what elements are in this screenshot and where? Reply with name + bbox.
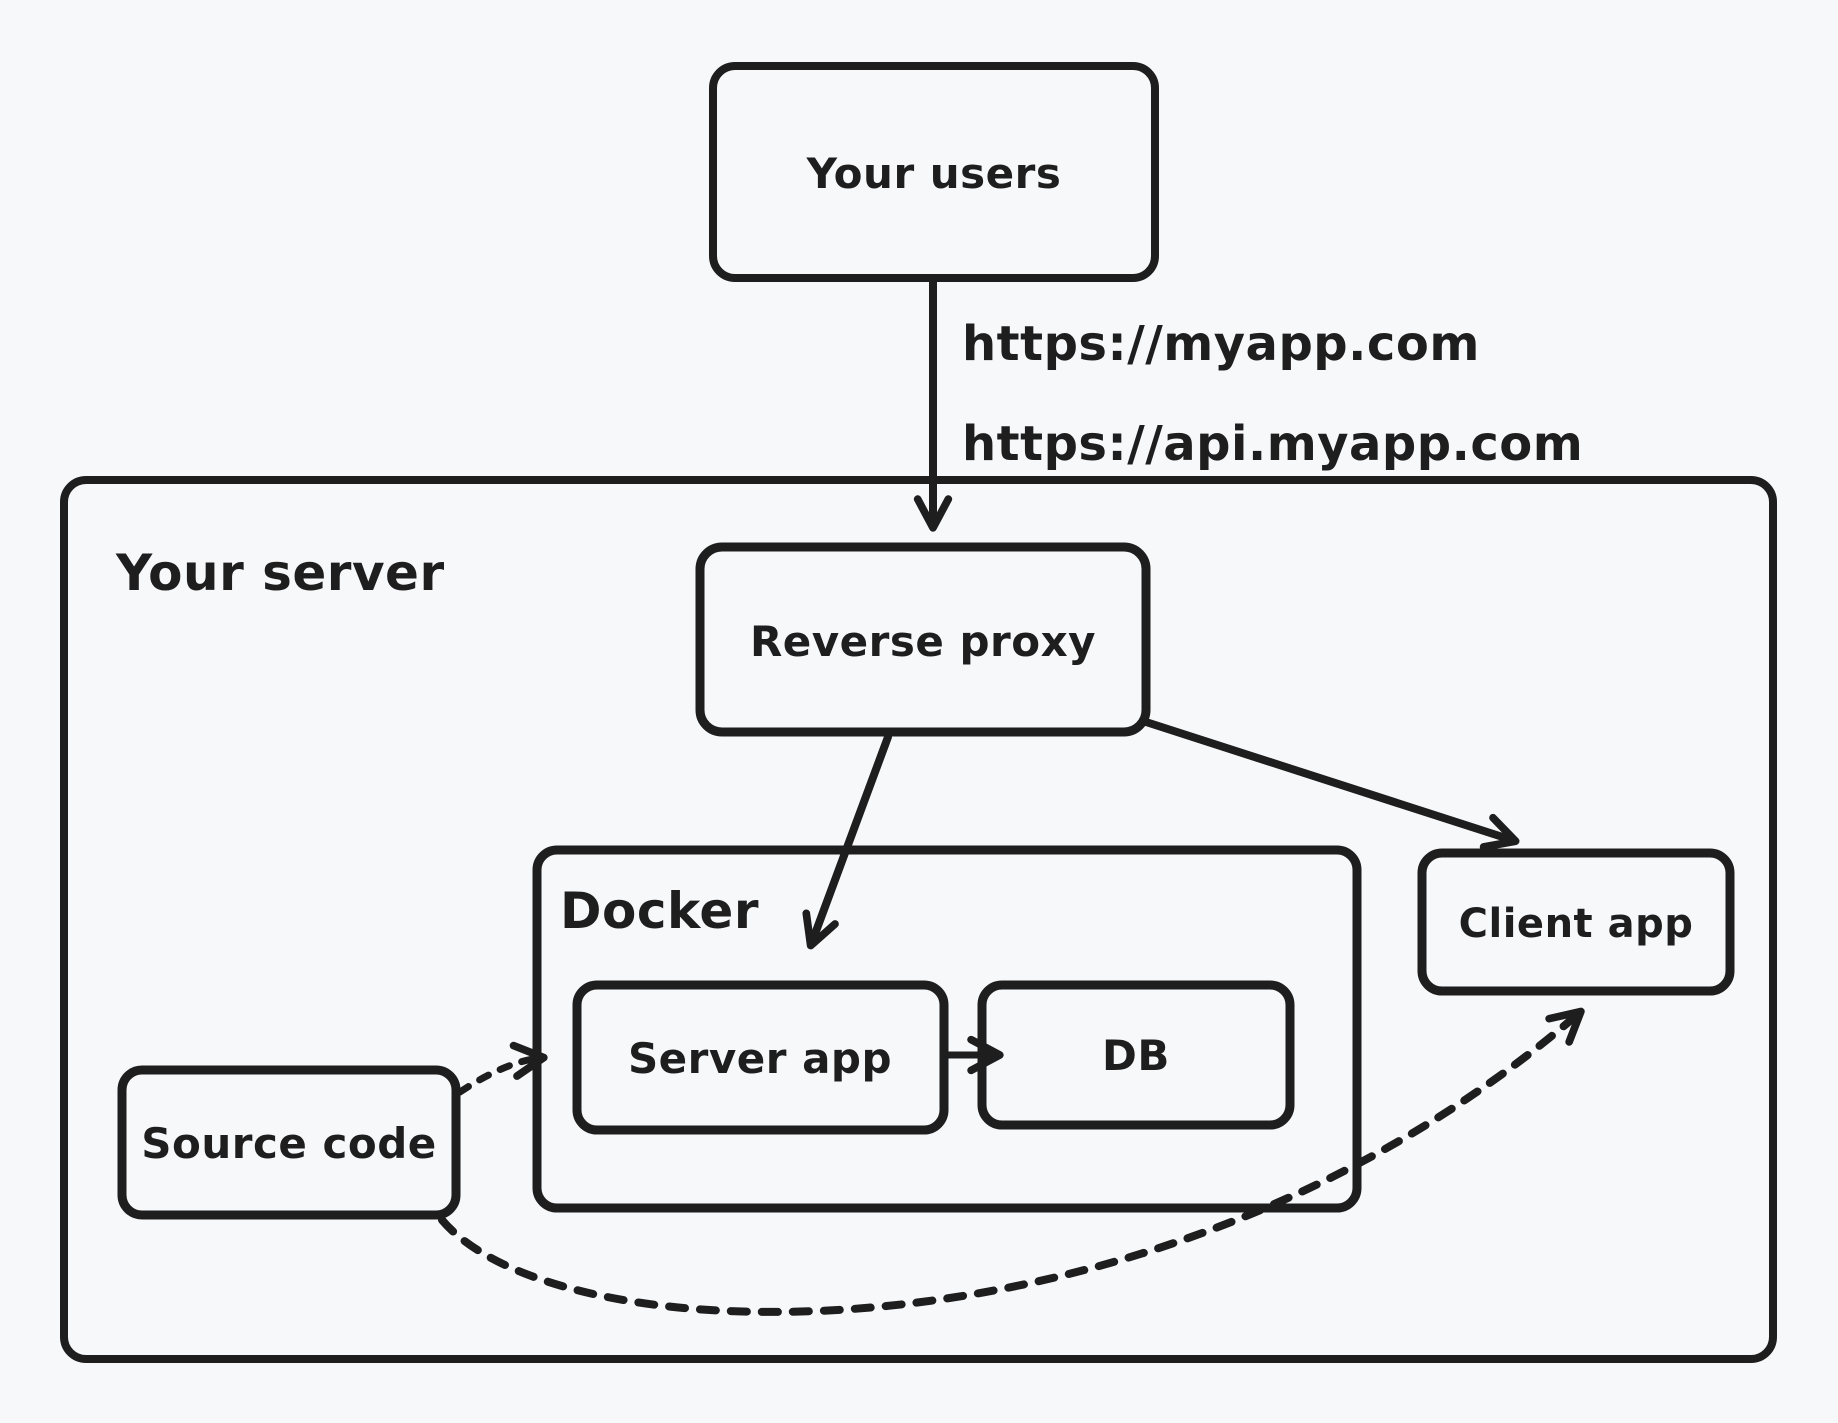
edge-source-code-to-client-app bbox=[438, 1007, 1585, 1316]
client-app-box bbox=[1417, 848, 1735, 996]
docker-label: Docker bbox=[560, 882, 759, 940]
node-reverse-proxy: Reverse proxy bbox=[695, 542, 1151, 737]
db-label: DB bbox=[1102, 1031, 1170, 1080]
node-server-app: Server app bbox=[572, 980, 949, 1135]
node-your-server: Your server bbox=[60, 476, 1777, 1363]
source-code-box bbox=[117, 1065, 461, 1220]
edge-reverse-proxy-to-server-app bbox=[802, 733, 892, 950]
your-server-box bbox=[60, 476, 1777, 1363]
edge-reverse-proxy-to-client-app bbox=[1142, 718, 1520, 851]
edge-url-label-2: https://api.myapp.com bbox=[962, 416, 1583, 472]
client-app-label: Client app bbox=[1459, 901, 1694, 947]
server-app-box bbox=[572, 980, 949, 1135]
edge-url-label-1: https://myapp.com bbox=[962, 316, 1480, 372]
db-box bbox=[977, 980, 1295, 1130]
server-app-label: Server app bbox=[628, 1034, 892, 1083]
docker-box bbox=[532, 845, 1362, 1213]
edges: https://myapp.com https://api.myapp.com bbox=[438, 278, 1585, 1316]
reverse-proxy-box bbox=[695, 542, 1151, 737]
source-code-label: Source code bbox=[141, 1119, 437, 1168]
your-users-box bbox=[709, 62, 1159, 282]
node-client-app: Client app bbox=[1417, 848, 1735, 996]
your-users-label: Your users bbox=[806, 149, 1062, 198]
edge-source-code-to-server-app bbox=[456, 1041, 548, 1096]
your-server-label: Your server bbox=[115, 544, 445, 602]
node-your-users: Your users bbox=[709, 62, 1159, 282]
node-db: DB bbox=[977, 980, 1295, 1130]
node-source-code: Source code bbox=[117, 1065, 461, 1220]
reverse-proxy-label: Reverse proxy bbox=[750, 617, 1096, 666]
node-docker: Docker bbox=[532, 845, 1362, 1213]
